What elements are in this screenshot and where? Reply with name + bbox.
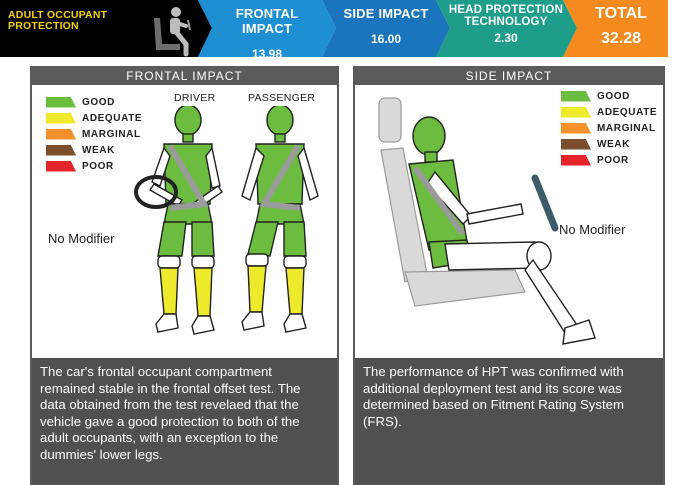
legend-swatch-good xyxy=(46,96,76,108)
ribbon-segment-hpt xyxy=(436,0,577,57)
side-impact-panel: SIDE IMPACT GOOD ADEQUATE MARGINAL WEAK … xyxy=(353,66,665,485)
adult-occupant-title: ADULT OCCUPANT PROTECTION xyxy=(8,9,108,32)
side-legend-label-adequate: ADEQUATE xyxy=(597,106,658,118)
side-legend-item-poor: POOR xyxy=(561,152,657,168)
side-legend-item-marginal: MARGINAL xyxy=(561,120,657,136)
side-legend-label-weak: WEAK xyxy=(597,138,630,150)
passenger-dummy-figure xyxy=(241,106,319,333)
total-value: 32.28 xyxy=(600,30,642,47)
side-legend-swatch-poor xyxy=(561,154,591,166)
legend-item-good: GOOD xyxy=(46,94,142,110)
frontal-impact-score: FRONTAL IMPACT 13.98 xyxy=(210,6,324,61)
frontal-description: The car's frontal occupant compartment r… xyxy=(32,358,337,484)
side-legend-swatch-marginal xyxy=(561,122,591,134)
legend-label-poor: POOR xyxy=(82,160,114,172)
total-label: TOTAL xyxy=(595,5,647,22)
legend-item-adequate: ADEQUATE xyxy=(46,110,142,126)
side-legend-label-good: GOOD xyxy=(597,90,630,102)
passenger-label: PASSENGER xyxy=(248,92,316,104)
side-legend: GOOD ADEQUATE MARGINAL WEAK POOR xyxy=(561,88,657,168)
legend-label-adequate: ADEQUATE xyxy=(82,112,143,124)
ribbon-segment-frontal xyxy=(198,0,336,57)
legend-swatch-adequate xyxy=(46,112,76,124)
side-legend-swatch-good xyxy=(561,90,591,102)
legend-swatch-weak xyxy=(46,144,76,156)
legend-swatch-poor xyxy=(46,160,76,172)
legend-label-marginal: MARGINAL xyxy=(82,128,141,140)
legend-label-weak: WEAK xyxy=(82,144,115,156)
frontal-legend: GOOD ADEQUATE MARGINAL WEAK POOR xyxy=(46,94,142,174)
side-legend-item-weak: WEAK xyxy=(561,136,657,152)
frontal-impact-label: FRONTAL IMPACT xyxy=(235,6,299,36)
driver-dummy-figure xyxy=(134,106,223,335)
frontal-panel-title: FRONTAL IMPACT xyxy=(32,68,337,85)
side-legend-item-adequate: ADEQUATE xyxy=(561,104,657,120)
frontal-impact-value: 13.98 xyxy=(251,47,283,61)
side-description: The performance of HPT was confirmed wit… xyxy=(355,358,663,484)
ribbon-background xyxy=(0,0,668,57)
side-legend-item-good: GOOD xyxy=(561,88,657,104)
legend-swatch-marginal xyxy=(46,128,76,140)
side-modifier: No Modifier xyxy=(559,222,626,237)
side-panel-title: SIDE IMPACT xyxy=(355,68,663,85)
legend-label-good: GOOD xyxy=(82,96,115,108)
side-legend-swatch-adequate xyxy=(561,106,591,118)
side-legend-label-poor: POOR xyxy=(597,154,629,166)
side-impact-score: SIDE IMPACT 16.00 xyxy=(332,6,440,46)
steering-wheel-icon xyxy=(531,174,559,232)
side-impact-label: SIDE IMPACT xyxy=(343,6,429,21)
side-dummy-figure xyxy=(378,97,596,345)
score-ribbon: ADULT OCCUPANT PROTECTION FRONTAL IMPACT… xyxy=(0,0,690,61)
hpt-score: HEAD PROTECTION TECHNOLOGY 2.30 xyxy=(447,4,565,45)
legend-item-poor: POOR xyxy=(46,158,142,174)
ribbon-segment-total xyxy=(563,0,668,57)
seated-dummy-icon xyxy=(154,7,191,57)
hpt-value: 2.30 xyxy=(494,31,518,45)
legend-item-weak: WEAK xyxy=(46,142,142,158)
side-legend-swatch-weak xyxy=(561,138,591,150)
frontal-modifier: No Modifier xyxy=(48,231,115,246)
legend-item-marginal: MARGINAL xyxy=(46,126,142,142)
frontal-impact-panel: FRONTAL IMPACT GOOD ADEQUATE MARGINAL WE… xyxy=(30,66,339,485)
side-impact-value: 16.00 xyxy=(370,32,402,46)
total-score: TOTAL 32.28 xyxy=(574,5,668,48)
car-seat-icon xyxy=(378,97,526,307)
ribbon-segment-side xyxy=(322,0,450,57)
hpt-label: HEAD PROTECTION TECHNOLOGY xyxy=(448,4,564,28)
side-legend-label-marginal: MARGINAL xyxy=(597,122,656,134)
driver-label: DRIVER xyxy=(174,92,216,104)
